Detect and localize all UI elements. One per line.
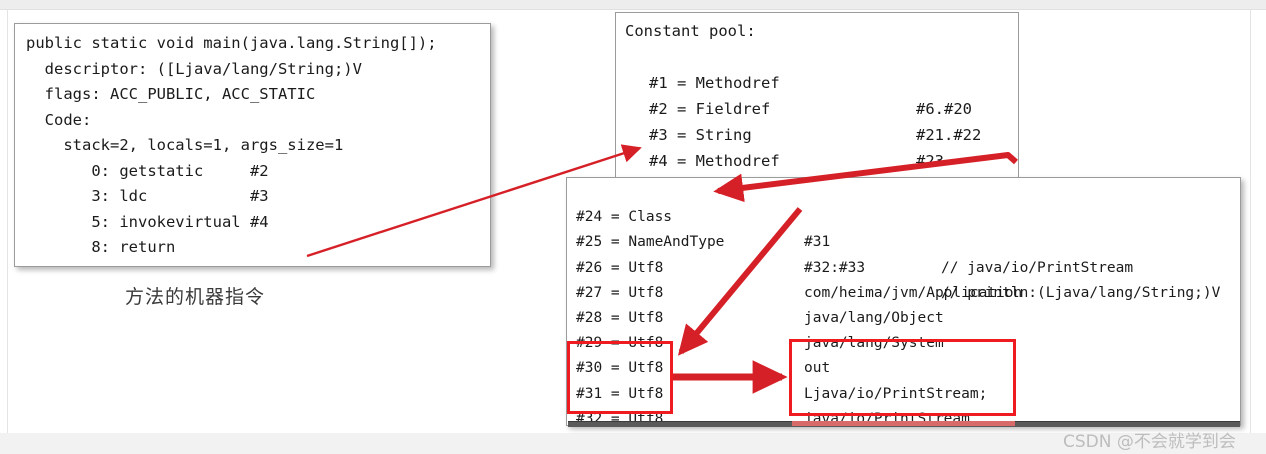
code-line-invokevirtual: 5: invokevirtual #4 <box>26 212 269 231</box>
detail-value: com/heima/jvm/Application <box>804 284 1023 301</box>
constant-pool-row: #5 = Class #26 <box>616 148 1018 181</box>
constant-pool-title: Constant pool: <box>625 22 756 40</box>
detail-row: #24 = Class #31 // java/io/PrintStream <box>567 180 1240 275</box>
detail-row: #25 = NameAndType #32:#33 // println:(Lj… <box>567 205 1240 300</box>
page-right-edge <box>1250 9 1251 433</box>
detail-index: #26 = Utf8 <box>576 259 664 276</box>
cp-index: #2 = Fieldref <box>649 100 771 118</box>
detail-comment: // println:(Ljava/lang/String;)V <box>941 284 1221 301</box>
detail-comment: // java/io/PrintStream <box>941 259 1134 276</box>
detail-value: Ljava/io/PrintStream; <box>804 385 988 402</box>
detail-index: #28 = Utf8 <box>576 309 664 326</box>
code-line: Code: <box>26 110 92 129</box>
page-bottom-strip <box>0 433 1266 454</box>
cp-index: #1 = Methodref <box>649 74 780 92</box>
code-line: flags: ACC_PUBLIC, ACC_STATIC <box>26 85 316 103</box>
detail-value: #31 <box>804 234 831 251</box>
detail-row: #27 = Utf8 java/lang/Object <box>567 256 1240 326</box>
code-line: stack=2, locals=1, args_size=1 <box>26 136 344 154</box>
method-bytecode-panel: public static void main(java.lang.String… <box>14 23 491 267</box>
code-line: descriptor: ([Ljava/lang/String;)V <box>26 59 362 78</box>
detail-row: #30 = Utf8 Ljava/io/PrintStream; <box>567 331 1240 401</box>
constant-pool-row: #1 = Methodref #6.#20 <box>616 44 1018 118</box>
panel-caption: 方法的机器指令 <box>125 286 266 308</box>
code-line: 3: ldc #3 <box>26 187 269 205</box>
page-left-edge <box>7 9 8 433</box>
constant-pool-panel: Constant pool: #1 = Methodref #6.#20 #2 … <box>615 12 1019 182</box>
cp-index: #3 = String <box>649 126 752 144</box>
highlight-box-utf8-values <box>789 339 1016 416</box>
code-line: 8: return <box>26 238 176 256</box>
constant-pool-detail-panel: #24 = Class #31 // java/io/PrintStream #… <box>566 177 1241 426</box>
detail-row: #29 = Utf8 out <box>567 306 1240 376</box>
highlight-box-utf8-indices <box>567 341 673 414</box>
detail-value: #32:#33 <box>804 259 866 276</box>
constant-pool-row: #3 = String #23 <box>616 96 1018 170</box>
detail-index: #30 = Utf8 <box>576 360 664 377</box>
horizontal-scrollbar-highlight <box>792 421 1015 426</box>
detail-row: #26 = Utf8 com/heima/jvm/Application <box>567 230 1240 301</box>
code-line: public static void main(java.lang.String… <box>26 34 437 52</box>
detail-value: out <box>804 360 831 377</box>
page-top-strip <box>0 0 1266 10</box>
cp-value: #21.#22 <box>916 126 982 144</box>
cp-value: #6.#20 <box>916 100 972 118</box>
code-line: 0: getstatic #2 <box>26 161 269 180</box>
constant-pool-row: #2 = Fieldref #21.#22 <box>616 70 1018 144</box>
detail-index: #31 = Utf8 <box>576 385 664 402</box>
detail-index: #27 = Utf8 <box>576 284 664 301</box>
constant-pool-row-4: #4 = Methodref #24.#25 <box>616 122 1018 181</box>
csdn-watermark: CSDN @不会就学到会 <box>1063 432 1236 452</box>
detail-row: #28 = Utf8 java/lang/System <box>567 281 1240 351</box>
detail-value: java/lang/Object <box>804 309 944 326</box>
